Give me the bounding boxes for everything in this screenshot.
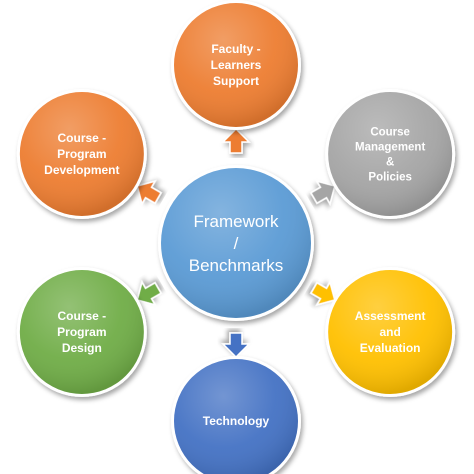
node-course-management-policies-label-line-1: Management [355, 142, 425, 154]
center-node-label-line-2: Benchmarks [189, 256, 283, 275]
arrow-to-course-program-development [136, 180, 163, 206]
arrow-course-management-policies-shape [309, 180, 336, 206]
center-node-shine [161, 168, 311, 318]
node-course-management-policies-shine [328, 92, 453, 216]
center-layer: Framework / Benchmarks [158, 165, 314, 321]
node-assessment-evaluation-shine [328, 270, 453, 394]
arrow-to-course-management-policies [309, 180, 336, 206]
node-course-management-policies-label-line-2: & [386, 157, 394, 169]
arrow-to-course-program-design [136, 280, 163, 306]
arrow-course-program-development-shape [136, 180, 163, 206]
node-course-program-design-label-line-2: Design [62, 341, 102, 355]
node-course-program-development-shine [19, 92, 144, 216]
node-technology: Technology [171, 356, 301, 474]
node-assessment-evaluation-label-line-0: Assessment [355, 309, 426, 323]
center-node: Framework / Benchmarks [158, 165, 314, 321]
node-faculty-learners-support-label-line-2: Support [213, 74, 259, 88]
center-node-label-line-0: Framework [193, 212, 279, 231]
node-technology-shine [174, 359, 298, 474]
node-course-management-policies-label-line-3: Policies [368, 172, 411, 184]
node-faculty-learners-support-label-line-0: Faculty - [211, 42, 260, 56]
arrow-faculty-learners-support-shape [221, 127, 251, 154]
node-faculty-learners-support-label-line-1: Learners [211, 58, 262, 72]
nodes-layer: Faculty - LearnersSupportCourseManagement… [16, 0, 456, 474]
node-faculty-learners-support-shine [174, 3, 298, 127]
node-course-program-development-label-line-1: Program [57, 147, 106, 161]
arrow-assessment-evaluation-shape [309, 280, 336, 306]
node-course-program-design-label-line-0: Course - [58, 309, 107, 323]
node-course-program-development-label-line-0: Course - [58, 131, 107, 145]
node-course-program-design-shine [19, 270, 144, 394]
arrow-course-program-design-shape [136, 280, 163, 306]
node-technology-label-line-0: Technology [203, 414, 270, 428]
arrows-layer [136, 127, 336, 359]
node-course-program-design-label-line-1: Program [57, 325, 106, 339]
arrow-technology-shape [221, 332, 251, 359]
node-assessment-evaluation-label-line-1: and [379, 325, 400, 339]
node-assessment-evaluation-label-line-2: Evaluation [360, 341, 421, 355]
arrow-to-technology [221, 332, 251, 359]
center-node-label-line-1: / [234, 234, 239, 253]
arrow-to-assessment-evaluation [309, 280, 336, 306]
node-course-management-policies-label-line-0: Course [370, 127, 410, 139]
arrow-to-faculty-learners-support [221, 127, 251, 154]
node-course-program-development-label-line-2: Development [44, 163, 119, 177]
